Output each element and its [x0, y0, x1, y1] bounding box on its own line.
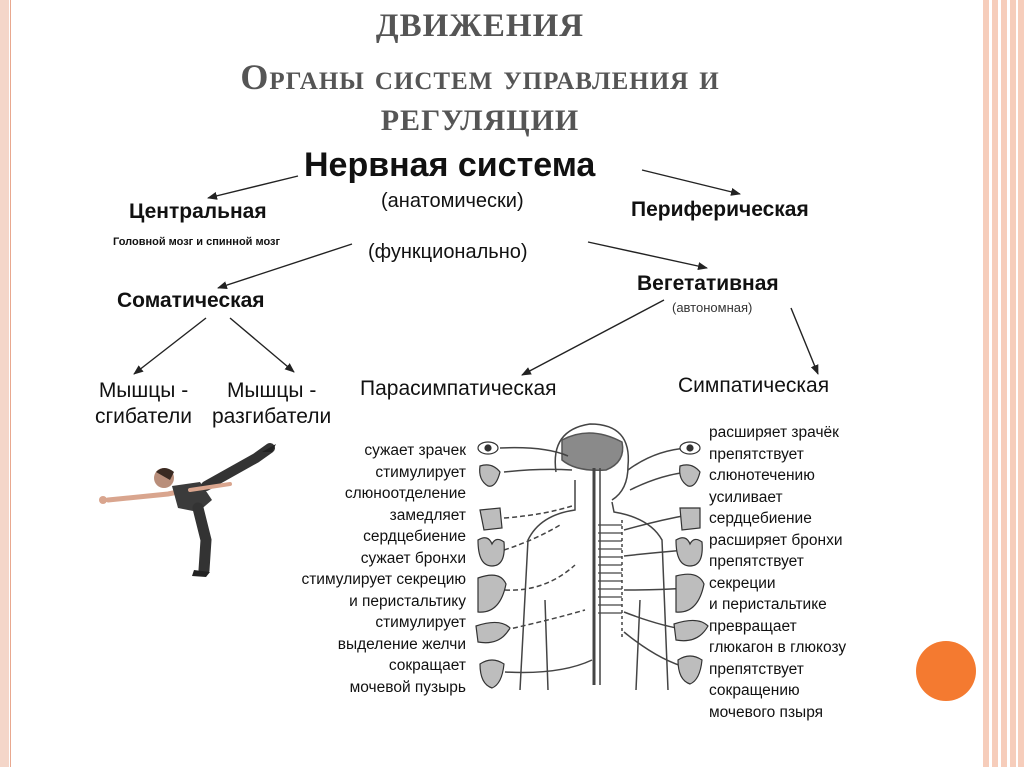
- arrow-to-flexors: [133, 317, 207, 375]
- effect-item: и перистальтике: [709, 596, 827, 613]
- arrow-to-peripheral: [641, 169, 741, 196]
- flexors-line1: Мышцы -: [98, 379, 189, 402]
- parasympathetic-effects-list: сужает зрачек стимулирует слюноотделение…: [301, 440, 466, 698]
- node-autonomic-description: (автономная): [672, 300, 753, 315]
- effect-item: превращает: [709, 617, 797, 635]
- frame-right-stripe: [1018, 0, 1024, 767]
- effect-item: препятствует: [709, 445, 804, 463]
- effect-item: сердцебиение: [709, 510, 812, 527]
- effect-item: стимулирует секрецию: [301, 571, 466, 588]
- node-parasympathetic: Парасимпатическая: [360, 377, 557, 400]
- effect-item: стимулирует: [375, 463, 466, 481]
- slide-title-line1: движения: [375, 8, 585, 44]
- effect-item: замедляет: [389, 506, 466, 524]
- node-peripheral: Периферическая: [631, 198, 809, 221]
- slide-title-line2: Органы систем управления и: [240, 57, 720, 97]
- node-flexors: Мышцы - сгибатели: [95, 378, 192, 430]
- effect-item: и перистальтику: [349, 592, 466, 610]
- node-central: Центральная: [129, 200, 267, 223]
- frame-right-stripe: [992, 0, 998, 767]
- frame-left-border: [0, 0, 9, 767]
- node-nervous-system: Нервная система: [304, 146, 596, 184]
- node-sympathetic: Симпатическая: [678, 374, 830, 397]
- effect-item: секреции: [709, 574, 776, 592]
- sympathetic-effects-list: расширяет зрачёк препятствует слюнотечен…: [709, 422, 846, 723]
- node-somatic: Соматическая: [117, 289, 265, 312]
- label-functional: (функционально): [368, 241, 528, 263]
- effect-item: усиливает: [709, 488, 783, 506]
- effect-item: стимулирует: [375, 614, 466, 631]
- effect-item: мочевого пзыря: [709, 703, 824, 721]
- accent-circle: [916, 641, 976, 701]
- effect-item: выделение желчи: [337, 635, 466, 653]
- effect-item: сокращает: [388, 657, 466, 674]
- arrow-to-somatic: [217, 243, 353, 289]
- effect-item: сужает бронхи: [360, 549, 466, 567]
- effect-item: сердцебиение: [363, 528, 466, 545]
- body-schematic: [499, 423, 689, 691]
- effect-item: расширяет зрачёк: [709, 424, 839, 441]
- arrow-to-autonomic: [587, 241, 708, 270]
- parasympathetic-organ-icons: [475, 441, 511, 689]
- extensors-line2: разгибатели: [212, 405, 332, 428]
- frame-right-stripe: [983, 0, 989, 767]
- arrow-to-sympathetic: [790, 307, 819, 375]
- dancer-illustration: [99, 443, 276, 577]
- effect-item: мочевой пузырь: [349, 678, 466, 696]
- frame-right-stripe: [1001, 0, 1007, 767]
- effect-item: сокращению: [709, 682, 800, 699]
- sympathetic-organ-icons: [673, 441, 709, 685]
- slide-title-line3: регуляции: [380, 104, 580, 137]
- arrow-to-parasympathetic: [521, 299, 665, 376]
- extensors-line1: Мышцы -: [226, 379, 317, 402]
- node-central-description: Головной мозг и спинной мозг: [113, 236, 281, 248]
- frame-left-line: [10, 0, 11, 767]
- label-anatomical: (анатомически): [381, 190, 524, 212]
- arrow-to-extensors: [229, 317, 295, 373]
- frame-right-stripe: [1010, 0, 1016, 767]
- effect-item: расширяет бронхи: [709, 531, 843, 549]
- node-extensors: Мышцы - разгибатели: [212, 378, 331, 430]
- effect-item: препятствует: [709, 553, 804, 570]
- arrow-to-central: [207, 175, 299, 200]
- effect-item: слюноотделение: [344, 485, 466, 502]
- node-autonomic: Вегетативная: [637, 272, 779, 295]
- flexors-line2: сгибатели: [95, 405, 193, 428]
- effect-item: сужает зрачек: [364, 442, 466, 459]
- effect-item: слюнотечению: [709, 467, 815, 484]
- effect-item: препятствует: [709, 660, 804, 678]
- effect-item: глюкагон в глюкозу: [709, 639, 847, 656]
